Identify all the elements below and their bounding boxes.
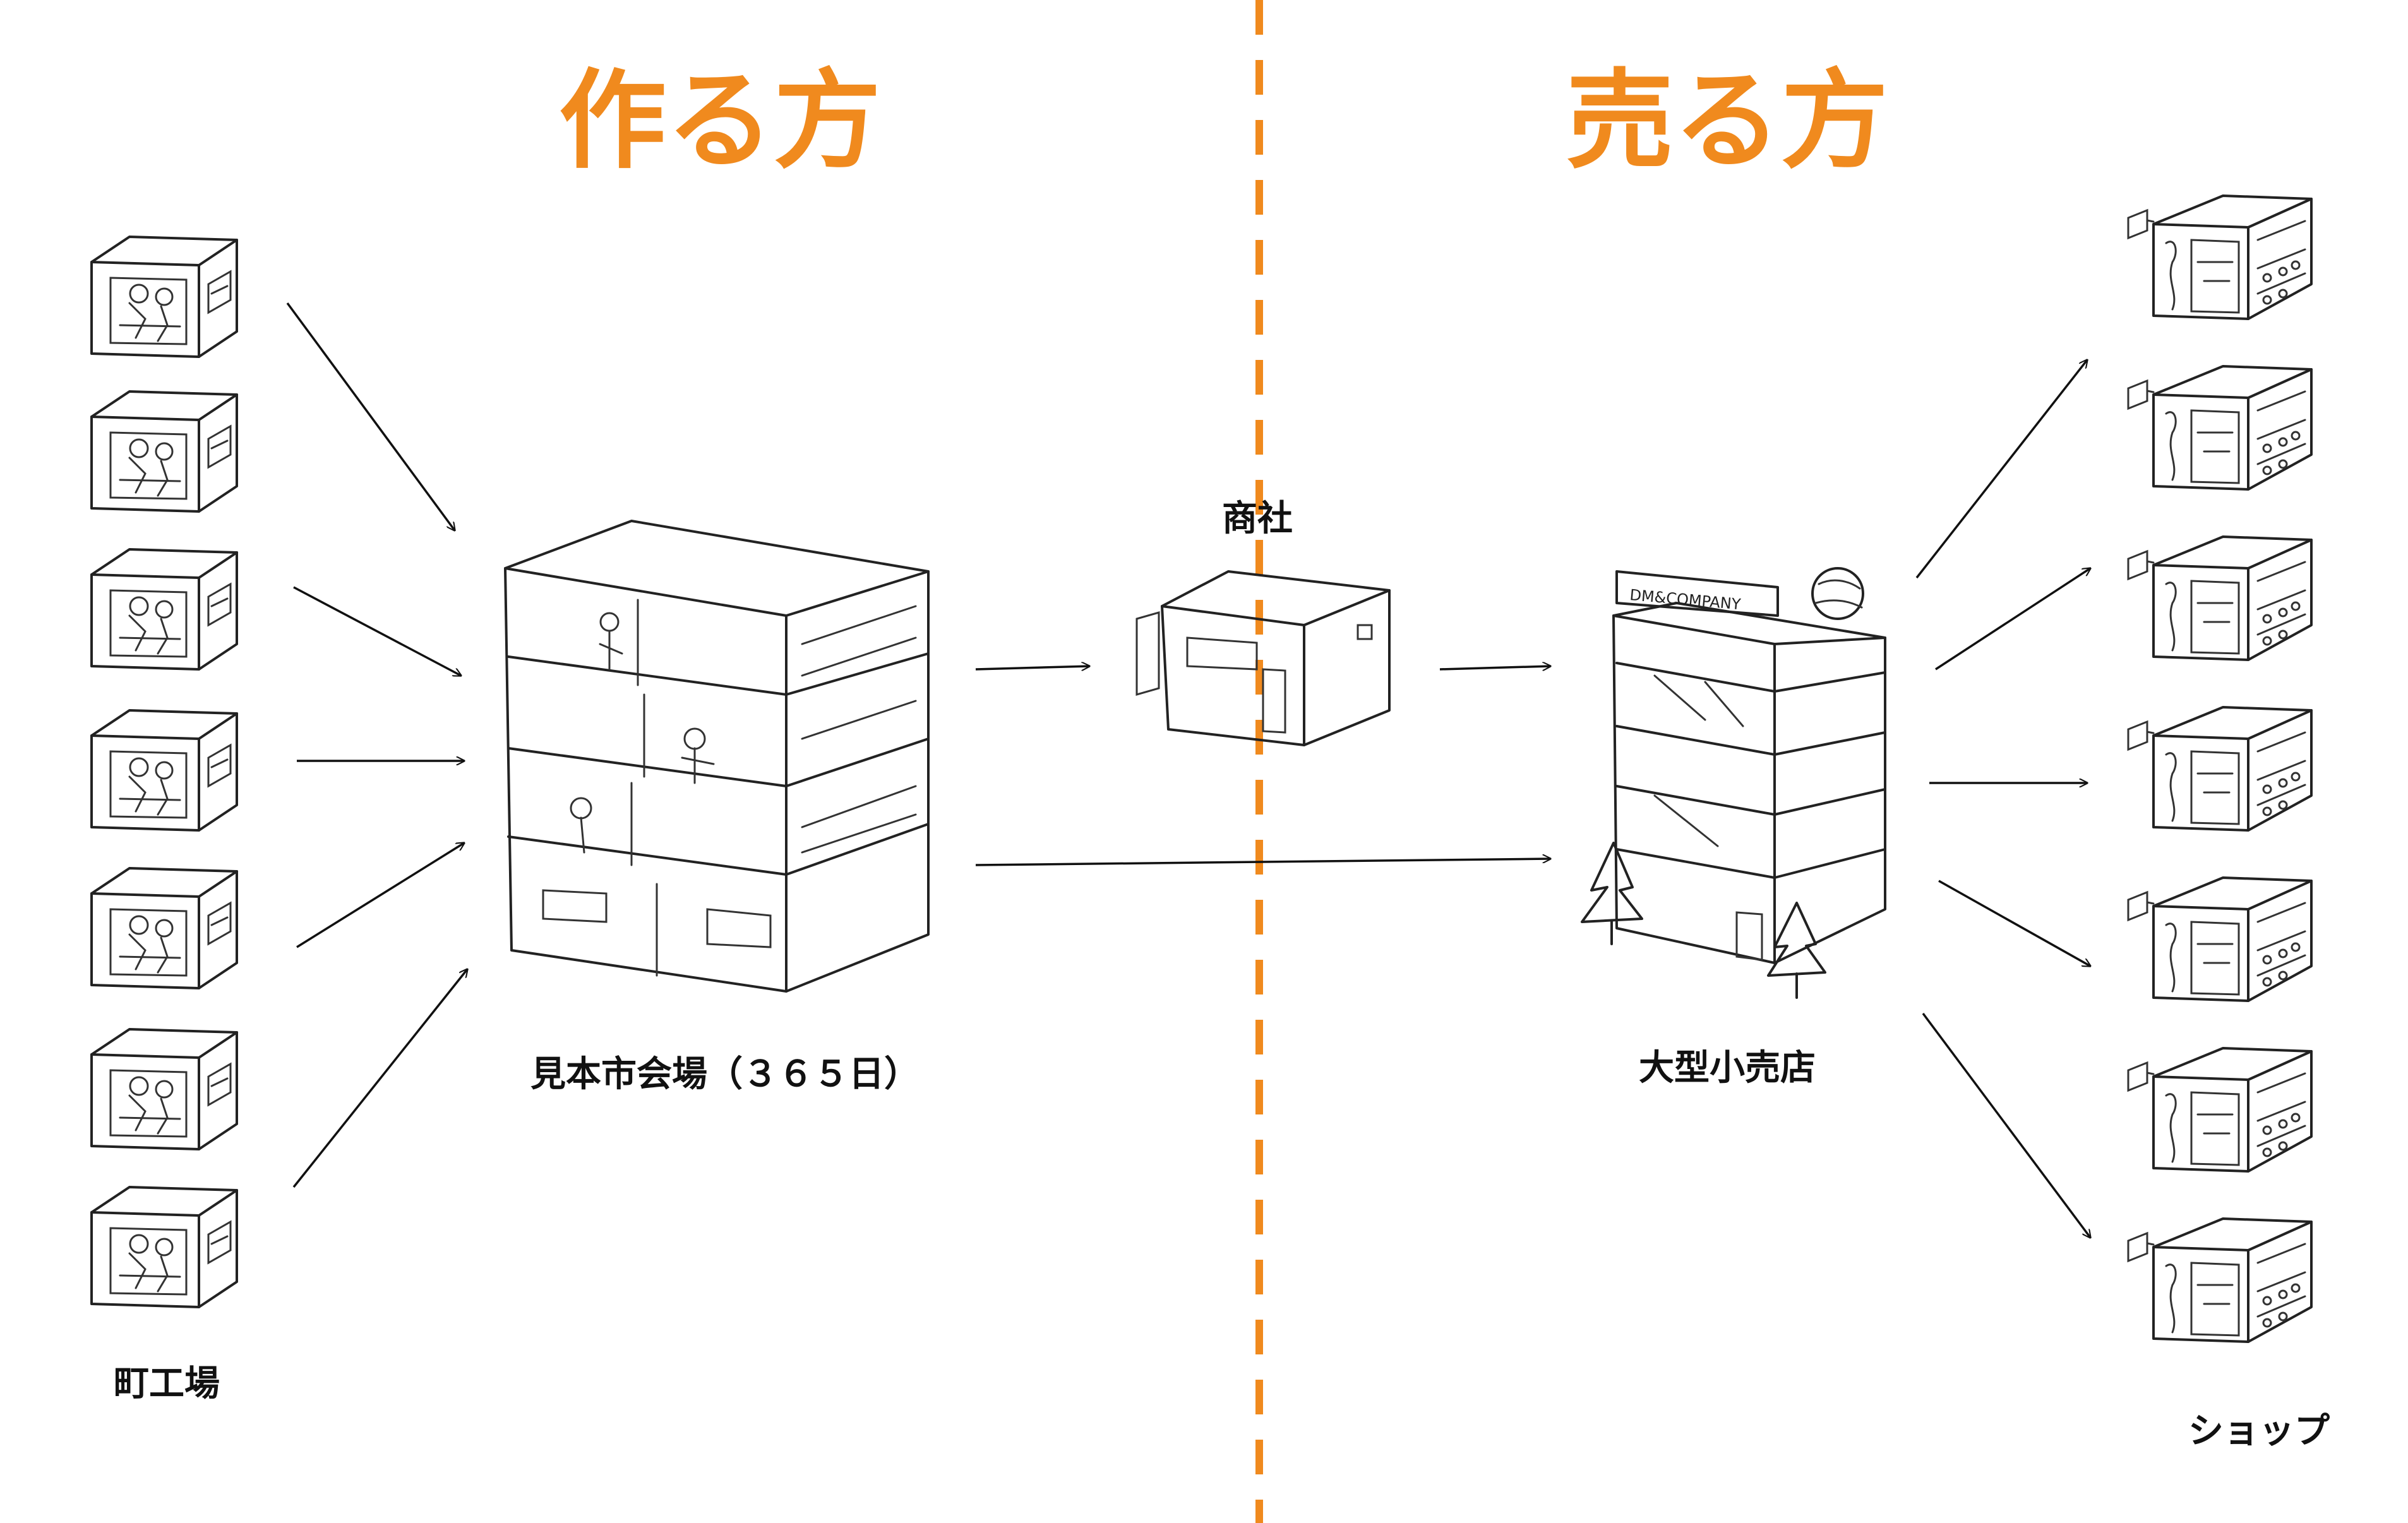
- shop-icon: [2127, 876, 2313, 1002]
- shop-icon: [2127, 535, 2313, 661]
- factory-icon: [90, 236, 238, 358]
- arrow-showroom-to-retailer: [975, 859, 1550, 866]
- shop-icon: [2127, 1047, 2313, 1173]
- factory-icon: [90, 867, 238, 989]
- shop-column: [2127, 194, 2313, 1343]
- factory-icon: [90, 548, 238, 671]
- shop-icon: [2127, 1217, 2313, 1343]
- arrow-showroom-to-trading: [975, 666, 1089, 669]
- factory-icon: [90, 1028, 238, 1150]
- label-showroom: 見本市会場（３６５日）: [530, 1054, 919, 1095]
- trading-company-icon: [1135, 570, 1391, 746]
- arrows-to-showroom: [286, 302, 467, 1188]
- factory-icon: [90, 709, 238, 832]
- showroom-building-icon: [504, 520, 930, 993]
- shop-icon: [2127, 706, 2313, 832]
- heading-sell: 売る方: [1566, 59, 1888, 184]
- label-trading: 商社: [1222, 498, 1293, 539]
- factory-icon: [90, 390, 238, 513]
- factory-column: [90, 236, 238, 1308]
- arrows-to-shops: [1915, 360, 2090, 1238]
- arrow-trading-to-retailer: [1439, 666, 1550, 669]
- shop-icon: [2127, 365, 2313, 491]
- label-shops: ショップ: [2188, 1411, 2330, 1452]
- heading-make: 作る方: [559, 59, 881, 184]
- factory-icon: [90, 1186, 238, 1308]
- label-factories: 町工場: [114, 1363, 220, 1404]
- shop-icon: [2127, 194, 2313, 320]
- label-retailer: 大型小売店: [1639, 1048, 1816, 1089]
- retailer-building-icon: DM&COMPANY: [1581, 567, 1886, 999]
